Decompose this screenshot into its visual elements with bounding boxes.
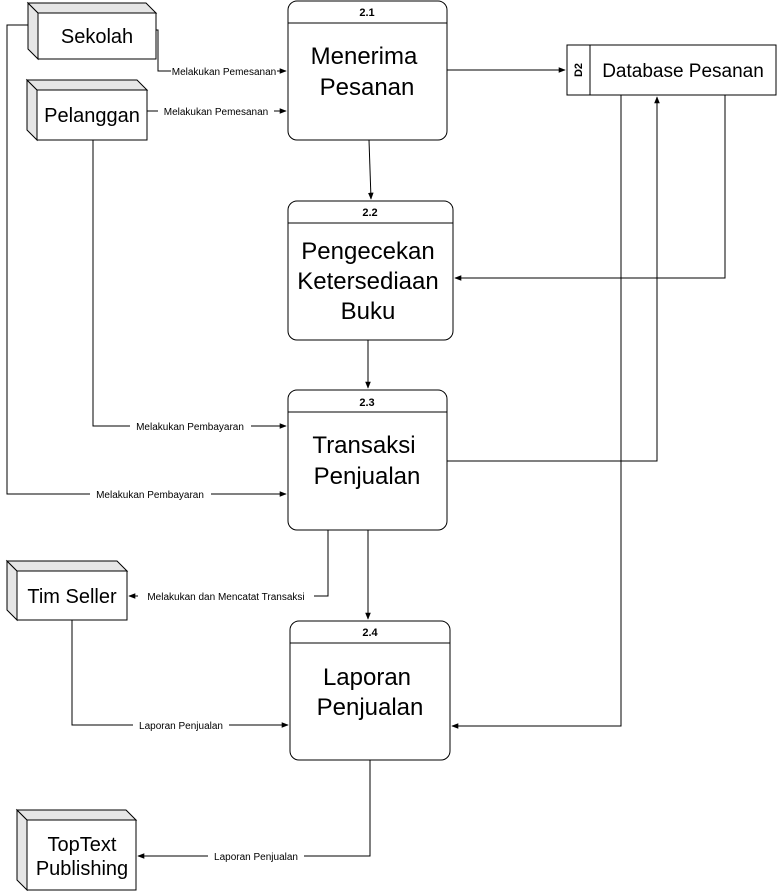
entity-pelanggan[interactable]: Pelanggan <box>25 78 149 142</box>
flow-sekolah-to-2-3-label: Melakukan Pembayaran <box>96 490 204 501</box>
process-2-2-line-3: Buku <box>341 298 396 325</box>
process-2-3-line-1: Transaksi <box>312 432 415 459</box>
flow-2-3-to-d2[interactable] <box>447 96 660 462</box>
entity-sekolah-label: Sekolah <box>61 26 133 48</box>
entity-toptext-publishing[interactable]: TopText Publishing <box>15 808 138 891</box>
process-2-3-id: 2.3 <box>359 397 374 409</box>
flow-pelanggan-to-2-3-label: Melakukan Pembayaran <box>136 422 244 433</box>
process-2-1[interactable]: 2.1 Menerima Pesanan <box>287 0 448 141</box>
process-2-3-line-2: Penjualan <box>314 463 421 490</box>
datastore-d2-id: D2 <box>573 63 585 77</box>
flow-2-4-to-toptext-label: Laporan Penjualan <box>214 852 298 863</box>
flow-sekolah-to-2-3[interactable]: Melakukan Pembayaran <box>6 24 287 501</box>
flow-pelanggan-to-2-1[interactable]: Melakukan Pemesanan <box>147 106 287 118</box>
flow-d2-to-2-4[interactable] <box>451 95 622 729</box>
flow-sekolah-to-2-1-label: Melakukan Pemesanan <box>172 67 277 78</box>
flow-2-4-to-toptext[interactable]: Laporan Penjualan <box>137 760 371 863</box>
entity-toptext-label-1: TopText <box>48 834 117 856</box>
flow-tim-seller-to-2-4-label: Laporan Penjualan <box>139 721 223 732</box>
flow-sekolah-to-2-1[interactable]: Melakukan Pemesanan <box>156 29 287 78</box>
datastore-d2[interactable]: D2 Database Pesanan <box>566 44 777 96</box>
flow-pelanggan-to-2-1-label: Melakukan Pemesanan <box>164 107 269 118</box>
flow-tim-seller-to-2-4[interactable]: Laporan Penjualan <box>71 620 289 732</box>
flow-pelanggan-to-2-3[interactable]: Melakukan Pembayaran <box>92 140 287 433</box>
process-2-4[interactable]: 2.4 Laporan Penjualan <box>289 620 451 761</box>
process-2-1-line-1: Menerima <box>311 43 418 70</box>
datastore-d2-label: Database Pesanan <box>602 61 764 82</box>
process-2-1-line-2: Pesanan <box>320 74 415 101</box>
entity-tim-seller[interactable]: Tim Seller <box>5 559 129 622</box>
process-2-4-id: 2.4 <box>362 627 378 639</box>
process-2-2[interactable]: 2.2 Pengecekan Ketersediaan Buku <box>287 200 454 341</box>
process-2-2-id: 2.2 <box>362 207 377 219</box>
entity-pelanggan-label: Pelanggan <box>44 105 140 127</box>
process-2-3[interactable]: 2.3 Transaksi Penjualan <box>287 389 448 531</box>
flow-2-3-to-tim-seller-label: Melakukan dan Mencatat Transaksi <box>147 592 304 603</box>
process-2-2-line-2: Ketersediaan <box>297 268 438 295</box>
process-2-4-line-1: Laporan <box>323 664 411 691</box>
flow-2-1-to-2-2[interactable] <box>367 139 374 200</box>
entity-toptext-label-2: Publishing <box>36 858 128 880</box>
flow-d2-to-2-2[interactable] <box>454 95 726 281</box>
process-2-2-line-1: Pengecekan <box>301 238 434 265</box>
entity-sekolah[interactable]: Sekolah <box>26 1 158 61</box>
entity-tim-seller-label: Tim Seller <box>27 586 117 608</box>
process-2-4-line-2: Penjualan <box>317 694 424 721</box>
flow-2-3-to-tim-seller[interactable]: Melakukan dan Mencatat Transaksi <box>128 530 329 603</box>
process-2-1-id: 2.1 <box>359 7 374 19</box>
